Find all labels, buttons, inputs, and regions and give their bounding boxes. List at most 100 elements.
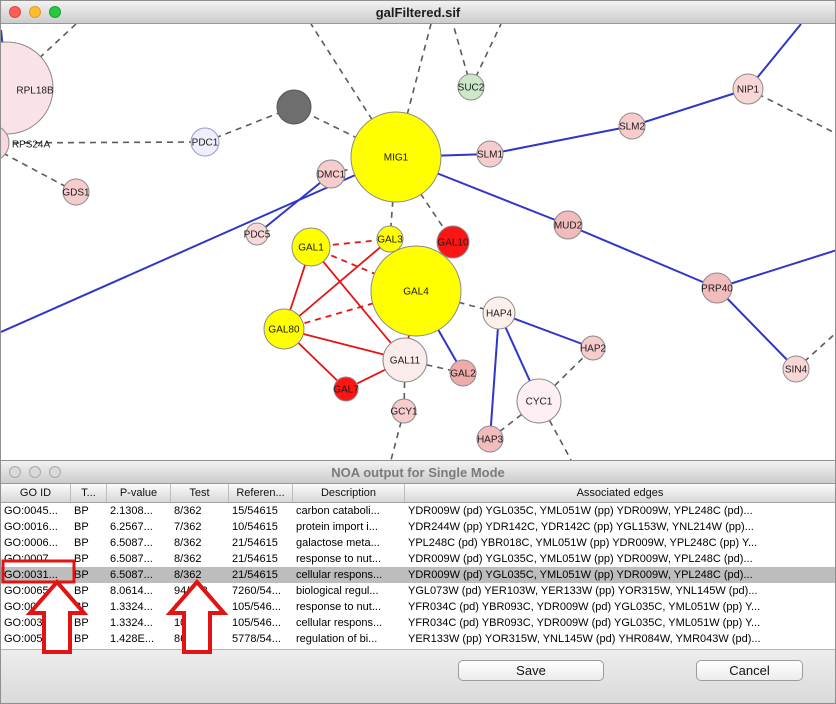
node-label: GAL4 [403, 287, 429, 298]
table-cell: BP [74, 521, 89, 533]
node-label: MUD2 [554, 221, 583, 232]
node-DMC1[interactable]: DMC1 [316, 159, 346, 189]
table-cell: GO:0016... [4, 521, 58, 533]
table-cell: YFR034C (pd) YBR093C, YDR009W (pd) YGL03… [408, 601, 761, 613]
zoom-button-inactive[interactable] [49, 466, 61, 478]
table-cell: biological regul... [296, 585, 379, 597]
table-cell: 8/362 [174, 569, 202, 581]
minimize-button-inactive[interactable] [29, 466, 41, 478]
node-MIG1[interactable]: MIG1 [350, 111, 442, 203]
node-GDS1[interactable]: GDS1 [62, 178, 90, 206]
node-GCY1[interactable]: GCY1 [390, 398, 418, 424]
noa-window-titlebar[interactable]: NOA output for Single Mode [1, 461, 835, 484]
table-cell: 2.1308... [110, 505, 153, 517]
table-cell: 10/362 [174, 617, 208, 629]
node-label: HAP2 [580, 344, 607, 355]
table-cell: 86/362 [174, 633, 208, 645]
close-button-inactive[interactable] [9, 466, 21, 478]
node-RPS24A[interactable]: RPS24A [1, 125, 51, 161]
table-cell: 8/362 [174, 537, 202, 549]
node-PDC1[interactable]: PDC1 [190, 127, 220, 157]
node-SLM1[interactable]: SLM1 [476, 140, 504, 168]
node-label: GAL1 [298, 243, 324, 254]
node-PDC5[interactable]: PDC5 [244, 222, 271, 246]
table-cell: BP [74, 553, 89, 565]
edge [716, 249, 835, 289]
node-label: GAL10 [437, 238, 469, 249]
node-HAP3[interactable]: HAP3 [476, 425, 504, 453]
table-cell: cellular respons... [296, 569, 383, 581]
zoom-button[interactable] [49, 6, 61, 18]
node-GAL3[interactable]: GAL3 [376, 225, 404, 253]
save-button[interactable]: Save [458, 660, 604, 681]
table-cell: 6.5087... [110, 537, 153, 549]
table-cell: 7260/54... [232, 585, 281, 597]
column-header-5[interactable]: Referen... [229, 484, 293, 502]
node-GAL10[interactable]: GAL10 [436, 225, 470, 259]
table-cell: 6.2567... [110, 521, 153, 533]
column-header-4[interactable]: Test [171, 484, 229, 502]
edge [293, 106, 397, 158]
node-label: PDC1 [192, 138, 219, 149]
table-cell: GO:0031... [4, 569, 58, 581]
node-HAP4[interactable]: HAP4 [482, 296, 516, 330]
node-SLM2[interactable]: SLM2 [618, 112, 646, 140]
table-cell: GO:0045... [4, 505, 58, 517]
edge [795, 332, 835, 370]
node-GAL1[interactable]: GAL1 [291, 227, 331, 267]
node-SIN4[interactable]: SIN4 [782, 355, 810, 383]
edge [403, 359, 406, 412]
network-window-titlebar[interactable]: galFiltered.sif [1, 1, 835, 24]
table-cell: YER133W (pp) YOR315W, YNL145W (pd) YHR08… [408, 633, 761, 645]
column-header-2[interactable]: T... [71, 484, 107, 502]
table-cell: cellular respons... [296, 617, 383, 629]
column-header-3[interactable]: P-value [107, 484, 171, 502]
cancel-button[interactable]: Cancel [696, 660, 803, 681]
node-GAL80[interactable]: GAL80 [263, 308, 305, 350]
table-cell: YDR009W (pd) YGL035C, YML051W (pp) YDR00… [408, 553, 753, 565]
column-header-6[interactable]: Description [293, 484, 405, 502]
close-button[interactable] [9, 6, 21, 18]
node-label: SLM2 [619, 122, 646, 133]
node-SUC2[interactable]: SUC2 [457, 73, 485, 101]
edge [716, 287, 797, 370]
node-label: GCY1 [390, 407, 418, 418]
node-HAP2[interactable]: HAP2 [580, 335, 607, 361]
node-NIP1[interactable]: NIP1 [732, 73, 764, 105]
node-MUD2[interactable]: MUD2 [553, 210, 583, 240]
table-cell: BP [74, 569, 89, 581]
edge [489, 125, 633, 155]
node-GAL11[interactable]: GAL11 [382, 337, 428, 383]
column-header-7[interactable]: Associated edges [576, 487, 664, 499]
node-N1[interactable] [276, 89, 312, 125]
edge [310, 246, 417, 292]
node-GAL4[interactable]: GAL4 [370, 245, 462, 337]
edge [1, 141, 206, 144]
column-header-1[interactable]: GO ID [1, 484, 71, 502]
table-cell: 1.3324... [110, 617, 153, 629]
node-label: RPS24A [12, 140, 51, 151]
table-cell: GO:0006... [4, 537, 58, 549]
node-GAL7[interactable]: GAL7 [333, 376, 359, 402]
edge [631, 88, 749, 127]
table-cell: 15/54615 [232, 505, 278, 517]
node-PRP40[interactable]: PRP40 [701, 272, 733, 304]
minimize-button[interactable] [29, 6, 41, 18]
node-CYC1[interactable]: CYC1 [516, 378, 562, 424]
node-RPL18B[interactable]: RPL18B [1, 41, 54, 135]
table-cell: galactose meta... [296, 537, 380, 549]
edge [498, 312, 594, 349]
node-GAL2[interactable]: GAL2 [449, 359, 477, 387]
